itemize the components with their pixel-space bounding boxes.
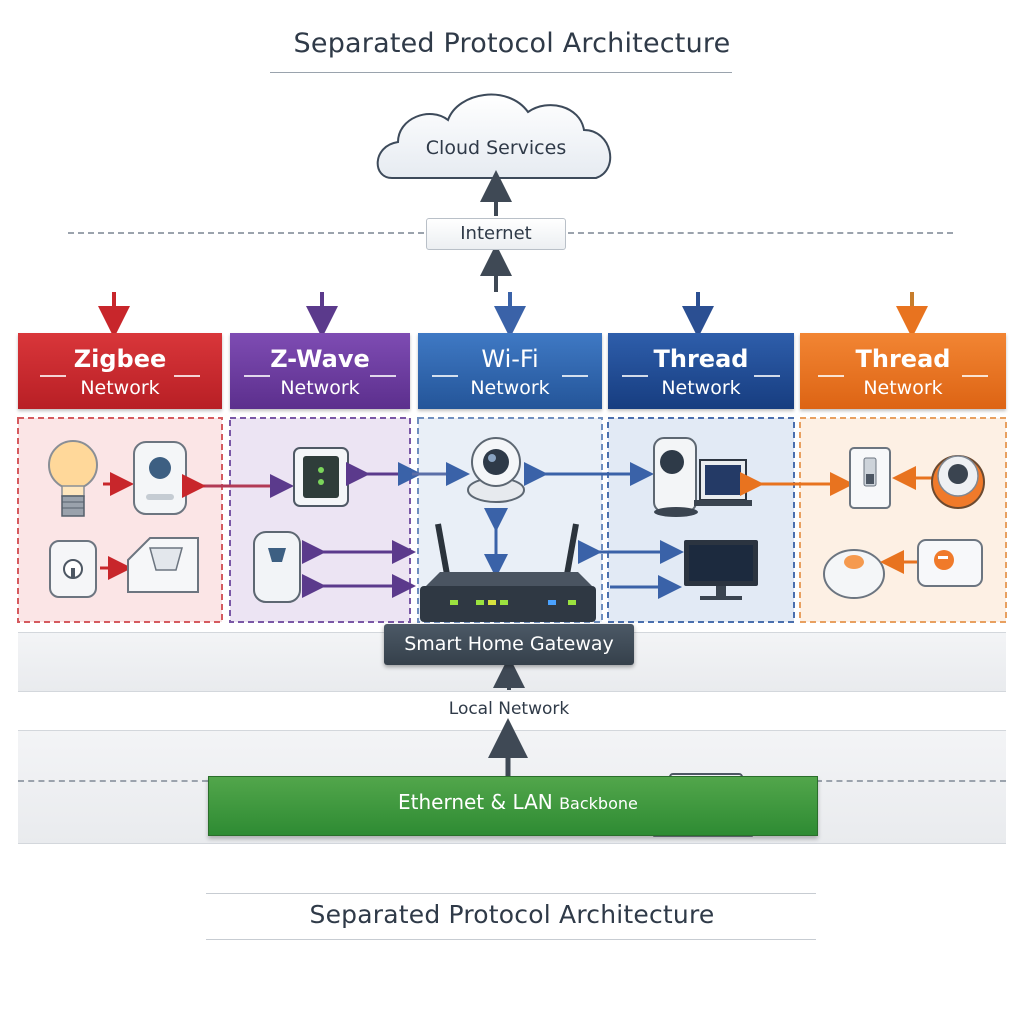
internet-separator-left (68, 232, 424, 234)
door-sensor-icon (127, 537, 199, 593)
local-network-label: Local Network (448, 699, 570, 719)
internet-node: Internet (426, 218, 566, 250)
footer-top-rule (206, 893, 816, 894)
title-underline (270, 72, 732, 73)
wall-switch-icon (849, 447, 891, 509)
light-bulb-icon (48, 440, 98, 517)
footer-title: Separated Protocol Architecture (309, 900, 715, 929)
ethernet-backbone-label: Ethernet & LAN Backbone (398, 790, 638, 814)
cloud-icon (376, 93, 612, 179)
zwave-sensor-icon (253, 531, 301, 603)
network-header-thread: Thread Network (608, 333, 794, 409)
network-header-zigbee: Zigbee Network (18, 333, 222, 409)
smoke-detector-icon (823, 549, 885, 599)
backbone-small-text: Backbone (559, 794, 638, 813)
tv-monitor-icon (684, 540, 758, 600)
thread-camera-icon (653, 437, 698, 517)
leak-sensor-icon (917, 539, 983, 587)
backbone-separator-left (18, 780, 208, 782)
smart-home-gateway-label: Smart Home Gateway (384, 624, 634, 665)
backbone-main-text: Ethernet & LAN (398, 790, 553, 814)
network-header-thread-2: Thread Network (800, 333, 1006, 409)
security-camera-icon (467, 437, 525, 503)
internet-separator-right (568, 232, 953, 234)
network-header-zwave: Z-Wave Network (230, 333, 410, 409)
router-icon (420, 523, 596, 622)
cloud-services-label: Cloud Services (425, 137, 567, 159)
thread-zone (607, 417, 795, 623)
ethernet-backbone-bar (208, 776, 818, 836)
diagram-title: Separated Protocol Architecture (293, 28, 731, 59)
backbone-separator-right (816, 780, 1006, 782)
desktop-monitor-icon (694, 459, 752, 506)
zwave-hub-icon (293, 447, 349, 507)
network-header-wifi: Wi-Fi Network (418, 333, 602, 409)
footer-bottom-rule (206, 939, 816, 940)
smart-plug-icon (49, 540, 97, 598)
smart-button-icon (931, 455, 985, 509)
thread-zone-2 (799, 417, 1007, 623)
motion-sensor-icon (133, 441, 187, 515)
